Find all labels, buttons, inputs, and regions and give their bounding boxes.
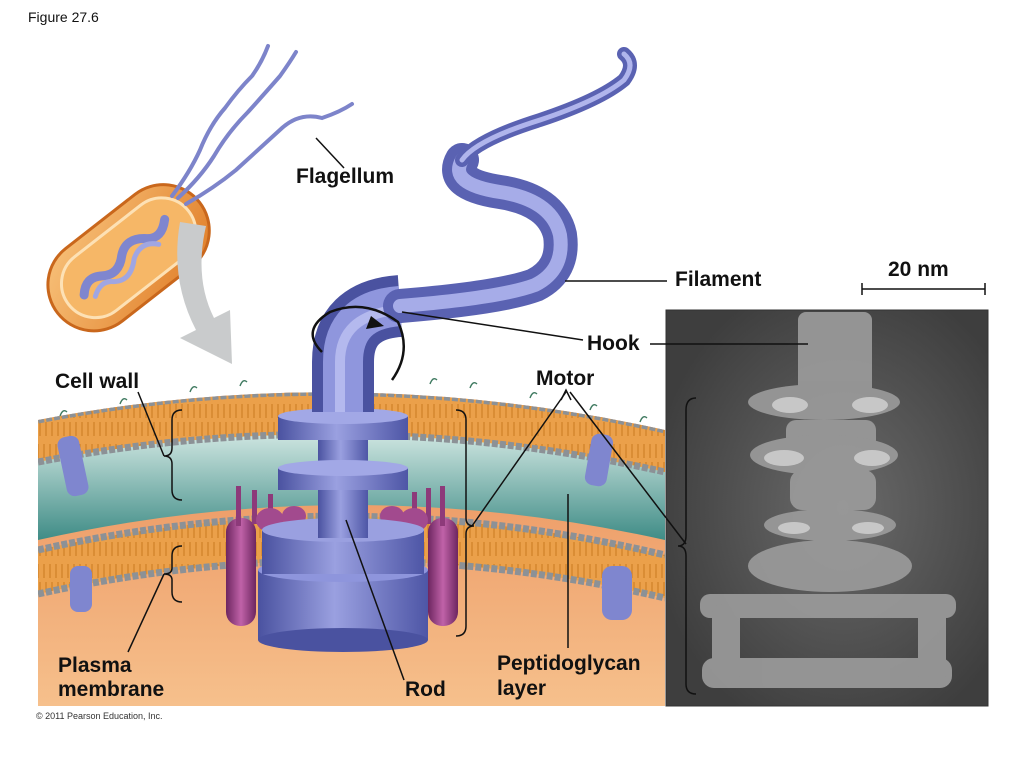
rotation-arrow (311, 305, 405, 381)
label-peptidoglycan-2: layer (497, 677, 547, 700)
membrane-protein (602, 566, 632, 620)
label-motor: Motor (536, 367, 595, 390)
membrane-protein (70, 566, 92, 612)
membrane-protein (57, 435, 89, 497)
label-peptidoglycan-1: Peptidoglycan (497, 652, 641, 675)
electron-micrograph (665, 309, 989, 707)
copyright: © 2011 Pearson Education, Inc. (36, 711, 163, 721)
label-flagellum: Flagellum (296, 165, 395, 188)
rotation-arrowhead (366, 316, 384, 329)
label-plasma-membrane-2: membrane (58, 678, 165, 701)
figure-label: Figure 27.6 (28, 9, 99, 25)
membrane-protein (584, 433, 614, 487)
scale-bar-label: 20 nm (888, 258, 949, 281)
flagellum-structure (311, 47, 637, 412)
zoom-arrow (177, 222, 232, 364)
leader-lines (127, 137, 986, 695)
label-cell-wall: Cell wall (55, 370, 140, 393)
label-filament: Filament (675, 268, 762, 291)
bacterium-illustration (46, 44, 354, 364)
label-rod: Rod (405, 678, 446, 701)
surface-chains (59, 377, 648, 423)
label-plasma-membrane-1: Plasma (58, 654, 132, 677)
label-hook: Hook (587, 332, 640, 355)
motor-assembly (226, 408, 458, 652)
